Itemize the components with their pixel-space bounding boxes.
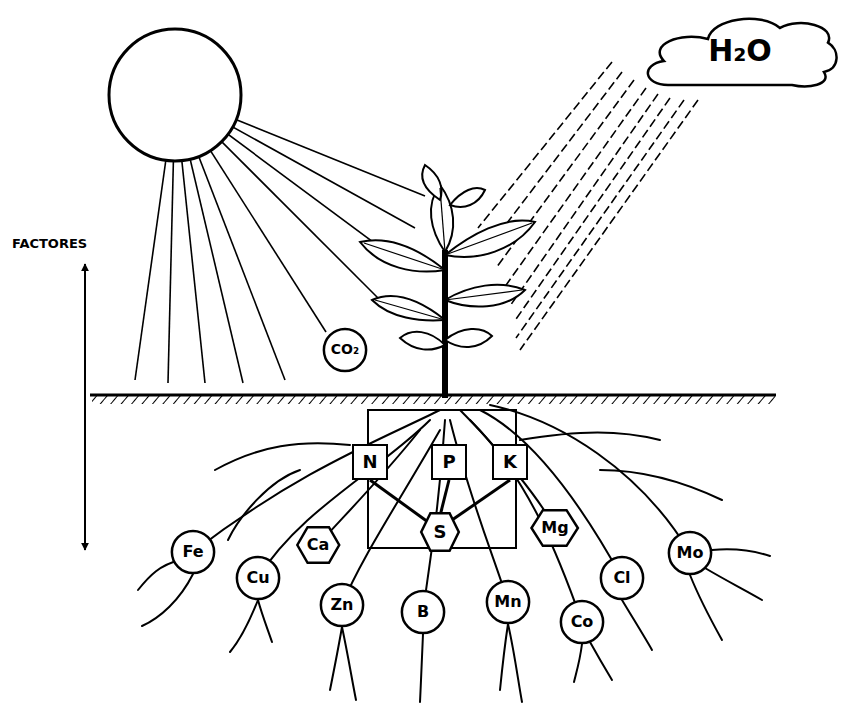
node-text-group: Cl xyxy=(613,569,630,587)
roots xyxy=(138,405,770,702)
nutrient-box: K xyxy=(492,444,528,480)
element-symbol: P xyxy=(442,452,455,472)
nutrient-circle: Mn xyxy=(486,580,530,624)
node-text-group: B xyxy=(417,603,429,621)
nutrient-circle: Mo xyxy=(668,531,712,575)
factor-arrow xyxy=(84,264,86,550)
element-symbol: Ca xyxy=(307,536,330,554)
nutrient-hexagon: S xyxy=(420,512,460,552)
cloud-shape xyxy=(648,19,837,87)
sun xyxy=(109,29,241,161)
node-text-group: Cu xyxy=(246,569,269,587)
node-text-group: Co xyxy=(571,613,594,631)
node-text-group: Mn xyxy=(494,593,521,611)
rain xyxy=(478,62,698,350)
circle-shape xyxy=(669,532,711,574)
circle-shape xyxy=(561,601,603,643)
element-symbol: Zn xyxy=(331,596,354,614)
element-symbol: Mg xyxy=(541,519,568,537)
circle-shape xyxy=(321,584,363,626)
nutrient-circle: Cl xyxy=(600,556,644,600)
element-symbol: S xyxy=(434,522,447,542)
element-symbol: Cu xyxy=(246,569,269,587)
element-symbol: Cl xyxy=(613,569,630,587)
circle-shape xyxy=(402,591,444,633)
element-symbol: Mn xyxy=(494,593,521,611)
element-symbol: Mo xyxy=(677,544,704,562)
nutrient-box: N xyxy=(352,444,388,480)
nutrient-circle: Cu xyxy=(236,556,280,600)
element-symbol: CO₂ xyxy=(331,342,359,357)
element-symbol: K xyxy=(503,452,517,472)
node-text-group: S xyxy=(434,522,447,542)
soil-hatch xyxy=(92,396,775,404)
node-text-group: CO₂ xyxy=(331,342,359,357)
hex-shape xyxy=(421,513,459,551)
node-text-group: H₂O xyxy=(708,34,772,67)
plant xyxy=(360,165,535,398)
nutrient-hexagon: Mg xyxy=(530,509,579,547)
element-symbol: Fe xyxy=(182,543,203,561)
node-text-group: N xyxy=(362,452,377,472)
circle-shape xyxy=(601,557,643,599)
nutrient-circle: Co xyxy=(560,600,604,644)
element-symbol: B xyxy=(417,603,429,621)
circle-shape xyxy=(487,581,529,623)
node-text-group: Zn xyxy=(331,596,354,614)
node-text-group: K xyxy=(503,452,517,472)
ground-line xyxy=(90,394,776,397)
node-text-group: Fe xyxy=(182,543,203,561)
axis-label: FACTORES xyxy=(10,236,89,251)
node-text-group: P xyxy=(442,452,455,472)
nutrient-box: P xyxy=(431,444,467,480)
circle-shape xyxy=(324,329,366,371)
hex-shape xyxy=(532,510,578,546)
cloud: H₂O xyxy=(640,4,840,96)
circle-shape xyxy=(172,531,214,573)
element-symbol: N xyxy=(362,452,377,472)
nutrient-circle: Zn xyxy=(320,583,364,627)
element-symbol: Co xyxy=(571,613,594,631)
nutrient-hexagon: Ca xyxy=(296,526,341,564)
nutrient-circle: B xyxy=(401,590,445,634)
node-text-group: Mg xyxy=(541,519,568,537)
circle-shape xyxy=(237,557,279,599)
node-text-group: Mo xyxy=(677,544,704,562)
node-text-group: Ca xyxy=(307,536,330,554)
nutrient-circle: Fe xyxy=(171,530,215,574)
element-symbol: H₂O xyxy=(708,34,772,67)
nutrient-circle: CO₂ xyxy=(323,328,367,372)
hex-shape xyxy=(297,527,339,563)
